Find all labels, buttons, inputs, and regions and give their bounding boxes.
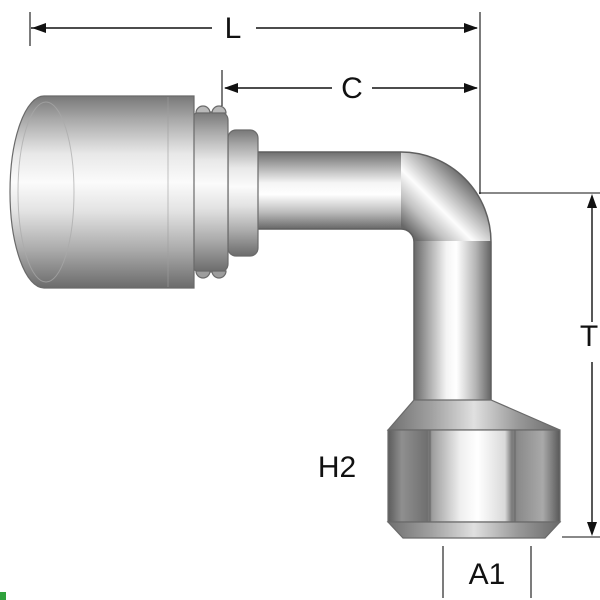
nut-bottom-chamfer [386,521,562,539]
dimension-a1: A1 [442,546,532,598]
dim-t-arrow-up-icon [587,194,597,208]
dim-t-arrow-down-icon [587,522,597,536]
dim-t-label: T [580,320,598,353]
dim-l-arrow-right-icon [464,23,478,33]
crimp-collar-1 [191,111,229,273]
nut-hex-body [387,429,561,523]
dimension-c: C [221,70,478,106]
tube-outline-inner [252,228,415,400]
tube-bend [401,152,491,242]
crimp-bump [195,270,211,279]
h2-label: H2 [318,451,356,484]
dim-a1-label: A1 [469,558,506,591]
dim-c-arrow-left-icon [224,83,238,93]
nut-top-chamfer [386,399,561,431]
dimension-t: T [479,192,600,538]
crimp-bump [211,105,227,114]
dim-l-label: L [225,12,242,45]
crimp-bump [211,270,227,279]
crimp-bump [195,105,211,114]
green-artifact [0,592,6,600]
tube-vertical [414,241,491,401]
dim-l-arrow-left-icon [32,23,46,33]
crimp-collar-2 [227,129,259,257]
ferrule-endcap [17,101,75,283]
dim-c-arrow-right-icon [464,83,478,93]
dimension-l: L [29,12,481,194]
ferrule-shell [9,95,195,289]
dim-c-label: C [341,72,363,105]
tube-horizontal [252,152,402,229]
tube-outline-outer [252,151,492,400]
